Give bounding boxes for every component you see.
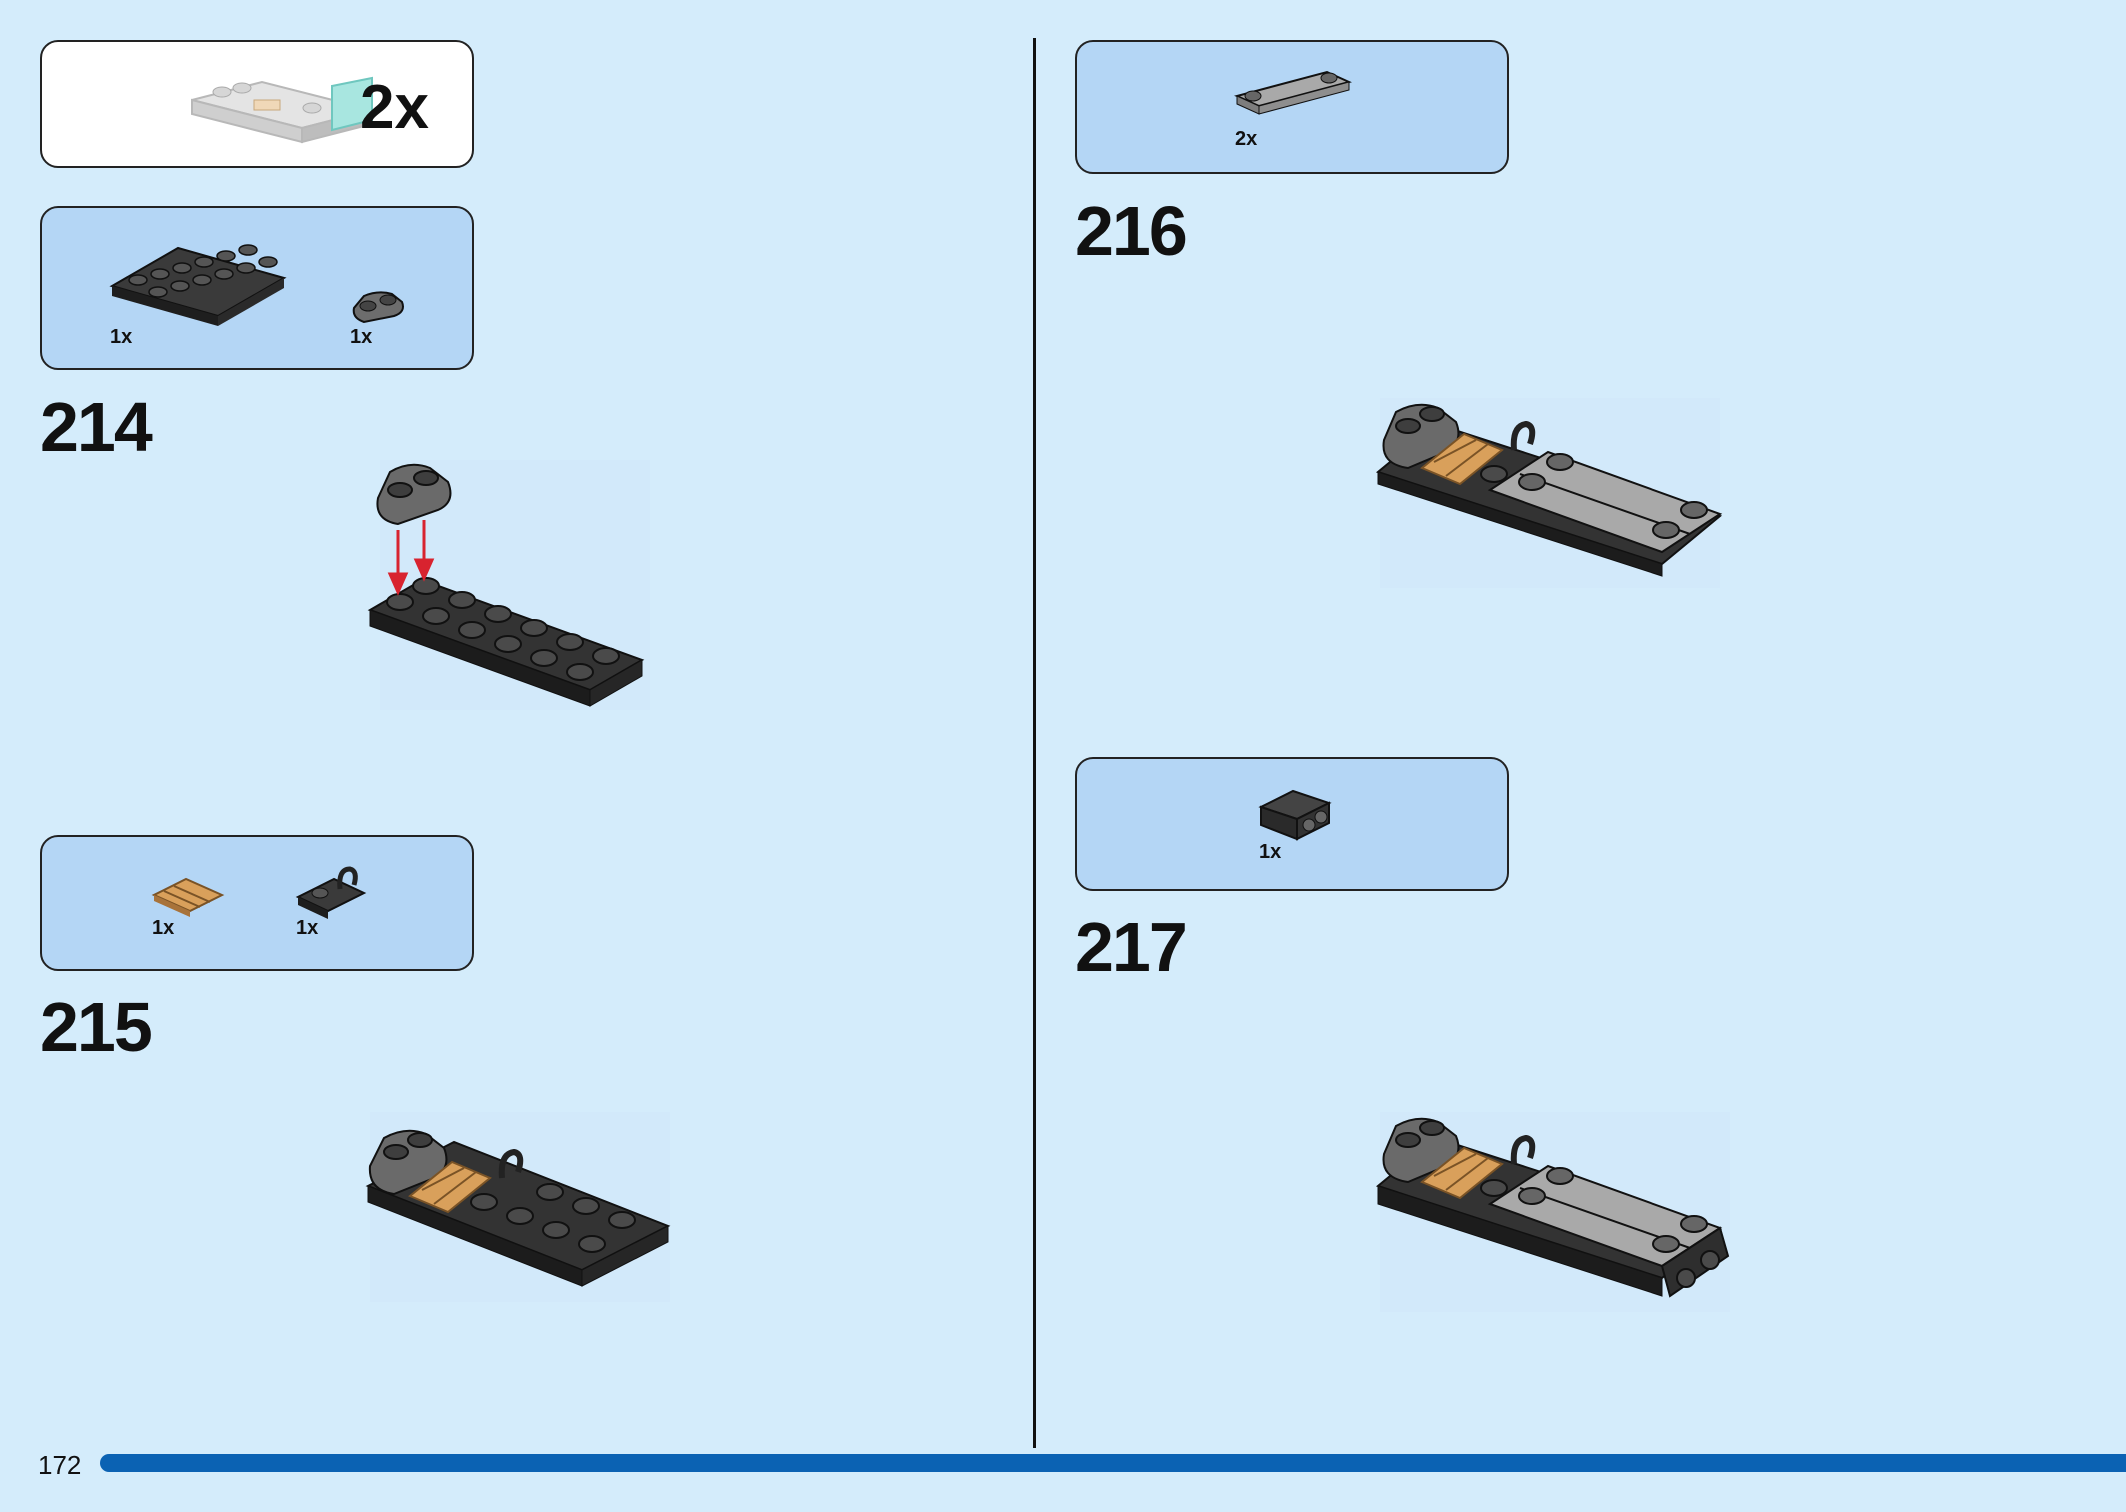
page-divider: [1033, 38, 1036, 1448]
dark-gray-plate-1x2-rounded-icon: [352, 291, 404, 324]
part-quantity: 1x: [296, 917, 319, 939]
light-gray-plate-1x4-icon: [1234, 70, 1352, 115]
black-clip-plate-icon: [295, 866, 367, 919]
submodel-callout: 2x: [40, 40, 474, 168]
black-bracket-plate-icon: [1258, 789, 1332, 841]
progress-bar: [100, 1454, 2126, 1472]
part-quantity: 1x: [110, 326, 133, 348]
parts-box-step-214: 1x 1x: [40, 206, 474, 370]
black-plate-2x6-icon: [109, 244, 287, 326]
parts-box-step-216: 2x: [1075, 40, 1509, 174]
tan-wood-plank-tile-icon: [151, 877, 225, 917]
part-quantity: 1x: [350, 326, 373, 348]
step-216-build-image: [1375, 398, 1723, 588]
step-215-build-image: [365, 1112, 671, 1302]
step-number: 216: [1075, 192, 1188, 270]
parts-box-step-217: 1x: [1075, 757, 1509, 891]
step-number: 217: [1075, 908, 1188, 986]
parts-box-step-215: 1x 1x: [40, 835, 474, 971]
step-number: 215: [40, 988, 153, 1066]
part-quantity: 2x: [1235, 128, 1258, 150]
submodel-preview-icon: [191, 76, 373, 144]
part-quantity: 1x: [152, 917, 175, 939]
multiplier-label: 2x: [360, 73, 429, 142]
part-quantity: 1x: [1259, 841, 1282, 863]
page-number: 172: [38, 1450, 82, 1480]
step-214-build-image: [367, 460, 650, 710]
step-number: 214: [40, 388, 153, 466]
step-217-build-image: [1375, 1112, 1730, 1312]
